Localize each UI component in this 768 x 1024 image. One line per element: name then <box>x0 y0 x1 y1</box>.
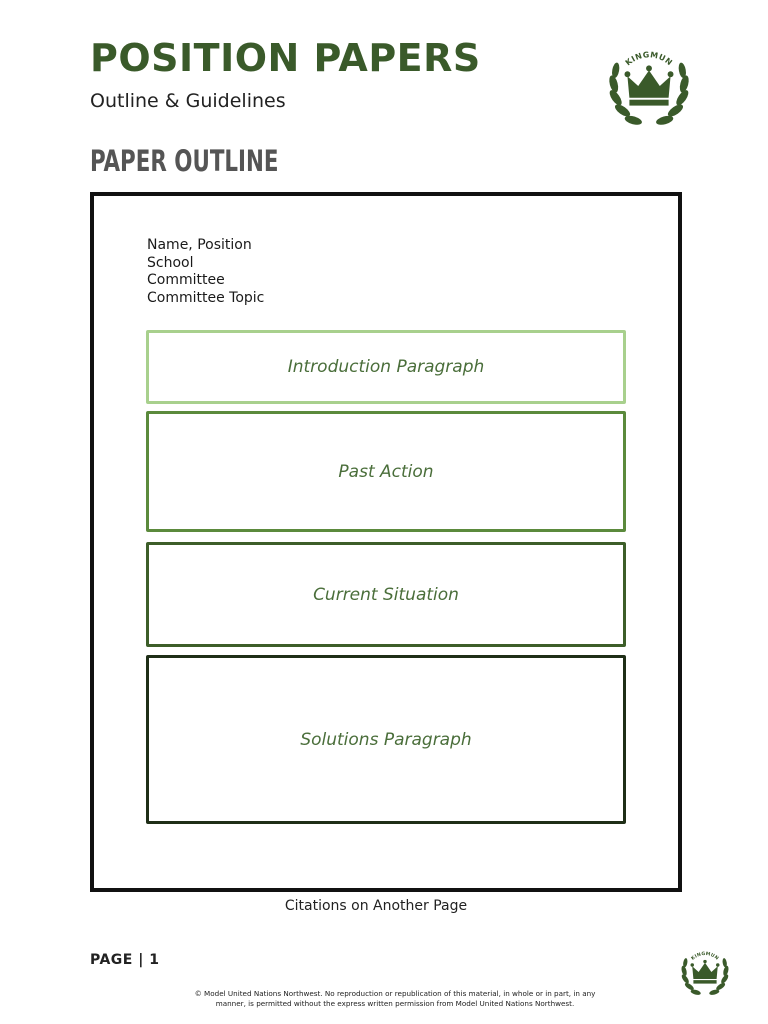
header-line-committee: Committee <box>147 272 225 288</box>
past-action-box: Past Action <box>146 411 626 532</box>
current-situation-box: Current Situation <box>146 542 626 647</box>
page-number: PAGE | 1 <box>90 952 160 968</box>
svg-text:KINGMUN: KINGMUN <box>624 50 675 67</box>
copyright-notice: © Model United Nations Northwest. No rep… <box>194 989 596 1008</box>
kingmun-crown-logo-small: KINGMUN <box>681 951 729 995</box>
citations-note: Citations on Another Page <box>284 898 468 914</box>
past-action-label: Past Action <box>338 461 434 482</box>
outline-frame <box>90 192 682 892</box>
solutions-label: Solutions Paragraph <box>300 729 472 750</box>
introduction-box: Introduction Paragraph <box>146 330 626 404</box>
current-situation-label: Current Situation <box>313 584 459 605</box>
solutions-box: Solutions Paragraph <box>146 655 626 824</box>
header-line-name: Name, Position <box>147 237 252 253</box>
introduction-label: Introduction Paragraph <box>287 357 485 377</box>
kingmun-crown-logo: KINGMUN <box>609 50 689 125</box>
page-subtitle: Outline & Guidelines <box>90 90 286 112</box>
page-title: POSITION PAPERS <box>90 36 481 80</box>
header-line-school: School <box>147 254 194 271</box>
svg-text:KINGMUN: KINGMUN <box>690 951 720 962</box>
header-line-topic: Committee Topic <box>147 289 265 306</box>
paper-header-block: Name, Position School Committee Committe… <box>147 237 264 307</box>
section-heading: PAPER OUTLINE <box>90 144 279 178</box>
